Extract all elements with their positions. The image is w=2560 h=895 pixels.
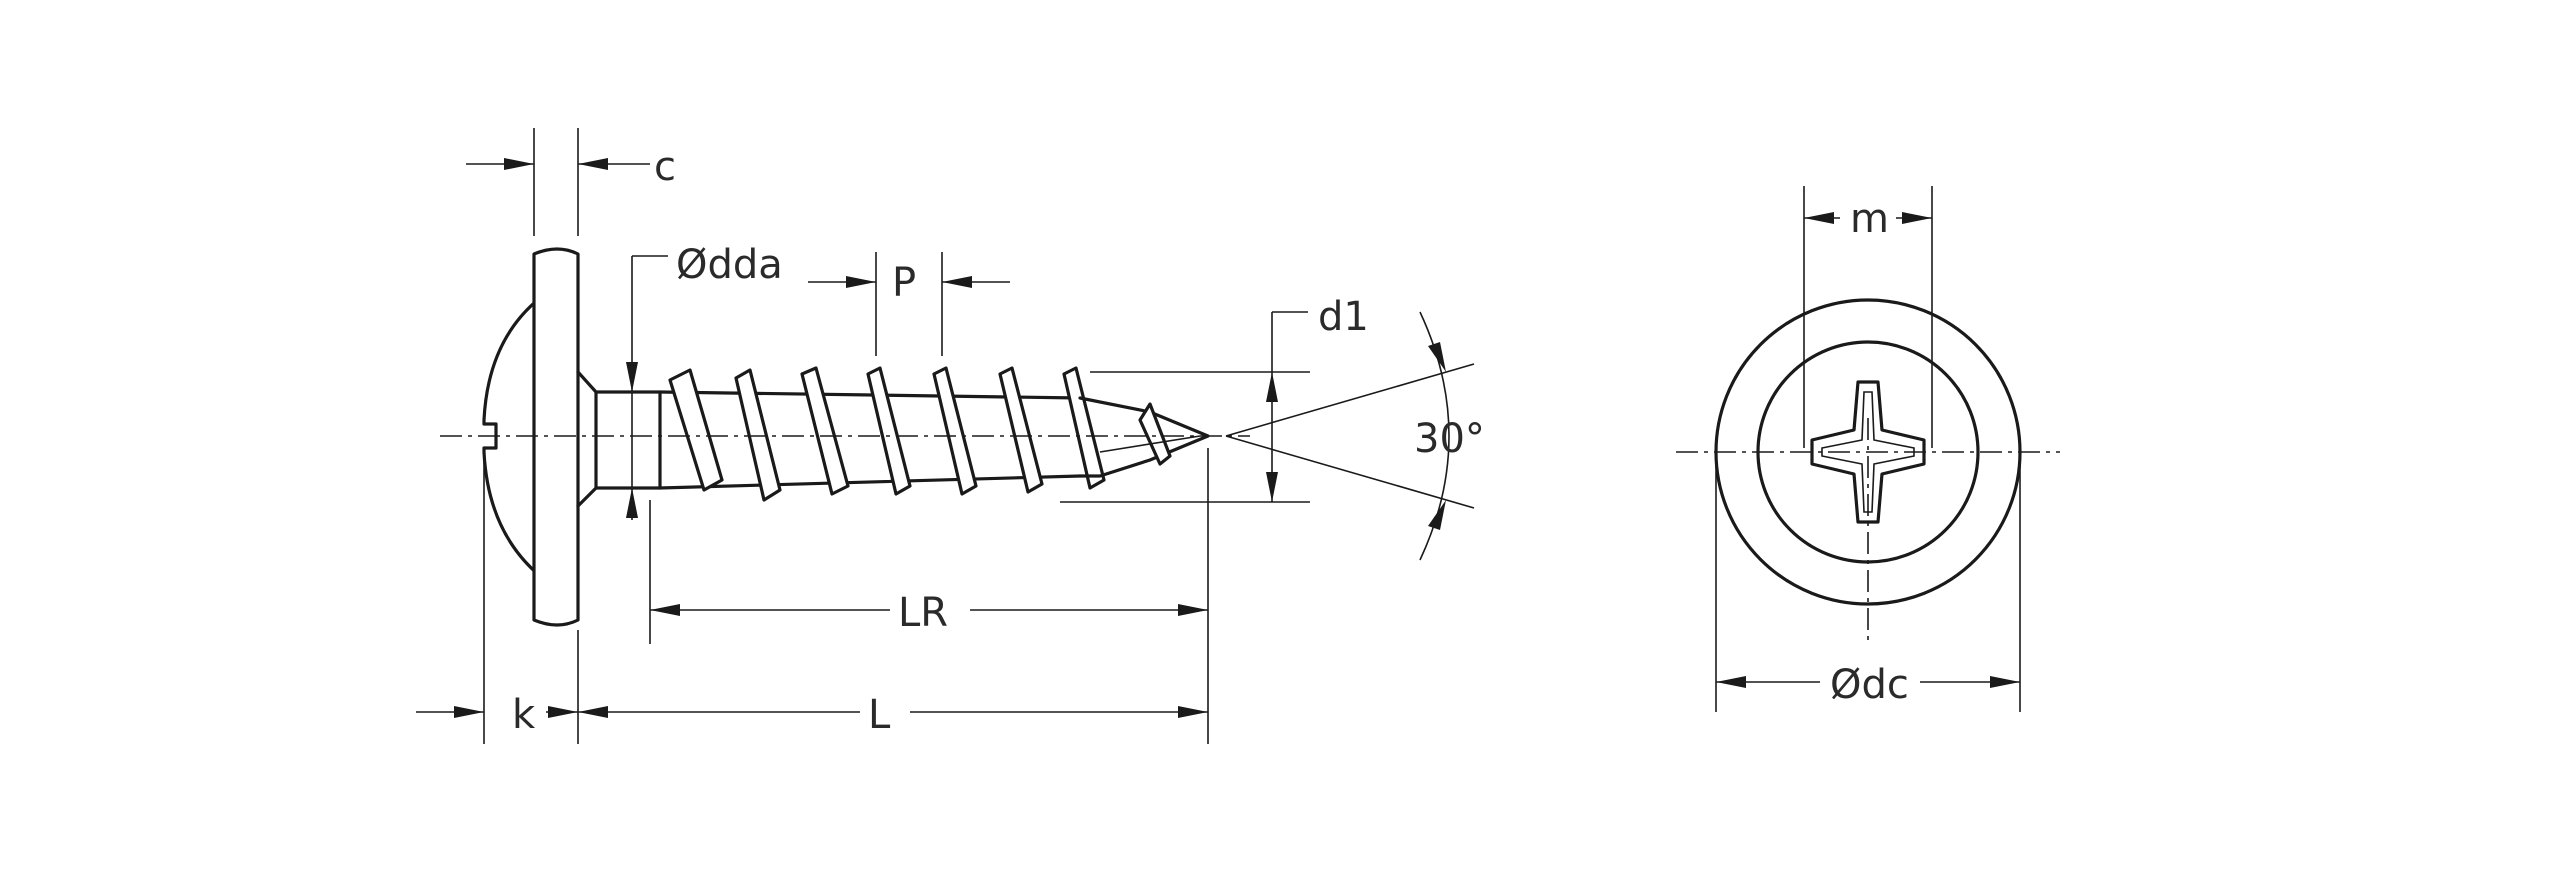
dim-angle: 30° — [1225, 311, 1485, 561]
tip-groove — [1099, 435, 1201, 453]
label-c: c — [654, 144, 676, 190]
dim-d1: d1 — [1060, 294, 1369, 503]
head-flange — [532, 247, 580, 627]
dim-dc: Ødc — [1715, 460, 2021, 712]
side-view: c Ødda P d1 — [416, 128, 1485, 744]
label-angle: 30° — [1414, 416, 1485, 462]
dim-c: c — [466, 128, 676, 236]
thread-core-bottom — [658, 474, 1082, 490]
tip-flank — [1138, 402, 1172, 466]
label-m: m — [1850, 196, 1889, 242]
end-view: m Ødc — [1676, 186, 2060, 712]
head-dome — [482, 296, 542, 578]
shank — [594, 390, 662, 490]
dim-l: L — [578, 692, 1208, 738]
label-lr: LR — [898, 590, 948, 636]
label-d1: d1 — [1318, 294, 1369, 340]
label-da: Ødda — [676, 242, 783, 288]
dim-da: Ødda — [626, 242, 783, 520]
dim-m: m — [1803, 186, 1933, 448]
dim-lr: LR — [649, 448, 1209, 744]
label-l: L — [868, 692, 891, 738]
label-k: k — [512, 692, 536, 738]
under-head-cone — [576, 370, 598, 508]
screw-tip — [1078, 396, 1210, 478]
label-p: P — [892, 260, 916, 306]
thread-flanks — [668, 366, 1106, 502]
dim-k: k — [416, 460, 579, 744]
dim-pitch: P — [808, 252, 1010, 356]
label-dc: Ødc — [1830, 662, 1909, 708]
